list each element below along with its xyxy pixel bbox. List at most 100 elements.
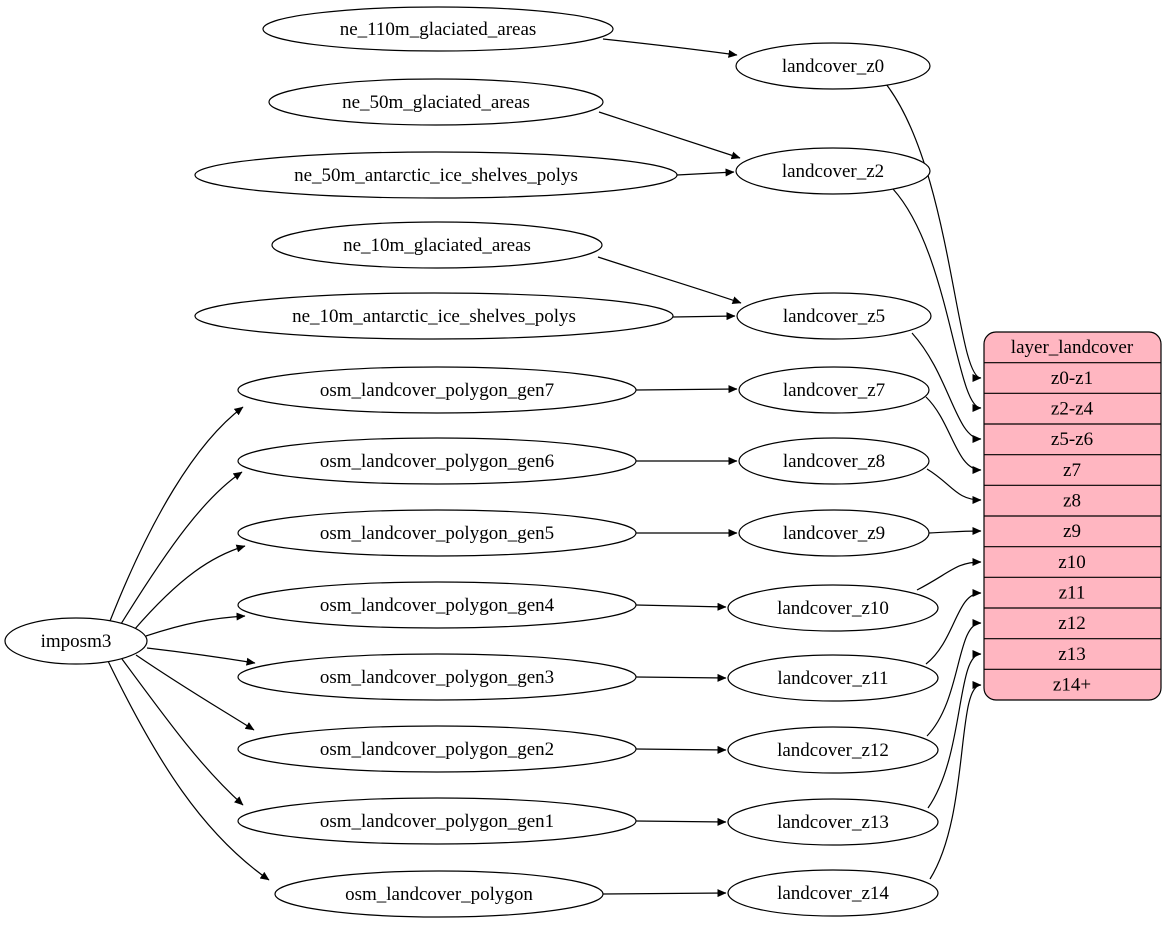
source-label: ne_50m_glaciated_areas: [342, 92, 530, 113]
edge-z11-row: [925, 589, 982, 665]
source-ellipse: [237, 725, 637, 773]
source-label: osm_landcover_polygon_gen5: [320, 523, 554, 544]
edge-z5-row: [911, 332, 982, 443]
target-ellipse: [736, 292, 932, 340]
edge-imposm3-polygon: [107, 660, 270, 881]
node-landcover-z14: landcover_z14: [727, 869, 939, 917]
edge-z13-row: [927, 650, 982, 809]
node-layer-landcover: layer_landcover z0-z1 z2-z4 z5-z6 z7 z8 …: [983, 331, 1162, 701]
edge-polygon-z14: [602, 889, 727, 898]
record-row-z12: z12: [1058, 613, 1085, 634]
target-ellipse: [727, 869, 939, 917]
node-landcover-z9: landcover_z9: [738, 509, 930, 557]
node-osm-landcover-polygon-gen1: osm_landcover_polygon_gen1: [237, 797, 637, 845]
source-ellipse: [237, 509, 637, 557]
source-ellipse: [271, 221, 603, 269]
node-ne-110m-glaciated-areas: ne_110m_glaciated_areas: [262, 6, 614, 52]
record-row-z0-z1: z0-z1: [1051, 368, 1093, 389]
edge-imposm3-gen5: [133, 544, 246, 631]
source-ellipse: [237, 581, 637, 629]
node-landcover-z0: landcover_z0: [735, 42, 931, 90]
edge-gen3-z11: [635, 673, 727, 682]
target-ellipse: [727, 654, 939, 702]
record-row-z5-z6: z5-z6: [1051, 429, 1093, 450]
target-label: landcover_z0: [782, 56, 884, 77]
source-ellipse: [268, 78, 604, 126]
target-ellipse: [727, 584, 939, 632]
record-row-z10: z10: [1058, 552, 1085, 573]
edge-imposm3-gen6: [120, 471, 243, 625]
target-label: landcover_z12: [777, 740, 889, 761]
edge-z14-row: [929, 681, 982, 880]
node-ne-50m-antarctic-ice-shelves-polys: ne_50m_antarctic_ice_shelves_polys: [194, 151, 678, 199]
edge-ne50ma-z2: [676, 168, 735, 177]
imposm3-ellipse: [4, 617, 148, 665]
node-osm-landcover-polygon-gen5: osm_landcover_polygon_gen5: [237, 509, 637, 557]
node-osm-landcover-polygon-gen2: osm_landcover_polygon_gen2: [237, 725, 637, 773]
source-ellipse: [237, 797, 637, 845]
record-row-z8: z8: [1063, 491, 1081, 512]
source-label: osm_landcover_polygon_gen7: [320, 380, 554, 401]
target-label: landcover_z8: [783, 451, 885, 472]
node-landcover-z8: landcover_z8: [738, 437, 930, 485]
record-row-z13: z13: [1058, 644, 1085, 665]
node-landcover-z7: landcover_z7: [738, 366, 930, 414]
target-label: landcover_z11: [777, 668, 888, 689]
node-landcover-z11: landcover_z11: [727, 654, 939, 702]
node-osm-landcover-polygon-gen6: osm_landcover_polygon_gen6: [237, 437, 637, 485]
source-label: ne_10m_antarctic_ice_shelves_polys: [292, 306, 576, 327]
node-ne-10m-antarctic-ice-shelves-polys: ne_10m_antarctic_ice_shelves_polys: [194, 292, 674, 340]
edge-z12-row: [926, 619, 982, 737]
target-label: landcover_z7: [783, 380, 885, 401]
edge-imposm3-gen1: [121, 658, 244, 806]
source-ellipse: [274, 870, 604, 918]
source-ellipse: [194, 292, 674, 340]
source-ellipse: [237, 366, 637, 414]
node-landcover-z10: landcover_z10: [727, 584, 939, 632]
record-row-z14plus: z14+: [1053, 675, 1091, 696]
record-row-z11: z11: [1059, 583, 1086, 604]
edge-z2-row: [892, 188, 982, 412]
edge-gen7-z7: [635, 385, 738, 394]
record-row-z7: z7: [1063, 460, 1081, 481]
edge-ne110m-z0: [602, 38, 738, 58]
node-ne-10m-glaciated-areas: ne_10m_glaciated_areas: [271, 221, 603, 269]
target-ellipse: [727, 726, 939, 774]
source-label: osm_landcover_polygon_gen2: [320, 739, 554, 760]
edge-gen2-z12: [635, 745, 727, 754]
edge-imposm3-gen2: [135, 654, 255, 731]
edge-gen4-z10: [635, 602, 727, 611]
source-ellipse: [237, 437, 637, 485]
target-label: landcover_z2: [782, 161, 884, 182]
target-ellipse: [727, 798, 939, 846]
node-osm-landcover-polygon: osm_landcover_polygon: [274, 870, 604, 918]
target-ellipse: [738, 509, 930, 557]
source-label: osm_landcover_polygon_gen1: [320, 811, 554, 832]
source-ellipse: [262, 6, 614, 52]
source-label: ne_10m_glaciated_areas: [343, 235, 531, 256]
source-label: ne_110m_glaciated_areas: [340, 19, 537, 40]
target-ellipse: [738, 437, 930, 485]
source-label: osm_landcover_polygon: [345, 884, 533, 905]
node-osm-landcover-polygon-gen3: osm_landcover_polygon_gen3: [237, 653, 637, 701]
target-label: landcover_z5: [783, 306, 885, 327]
edge-ne10mg-z5: [597, 256, 742, 305]
record-title: layer_landcover: [1011, 337, 1134, 358]
target-label: landcover_z10: [777, 598, 889, 619]
edge-imposm3-gen3: [146, 647, 256, 666]
edges: [107, 38, 982, 898]
target-ellipse: [735, 42, 931, 90]
record-row-z9: z9: [1063, 521, 1081, 542]
node-osm-landcover-polygon-gen7: osm_landcover_polygon_gen7: [237, 366, 637, 414]
edge-z7-row: [925, 396, 982, 474]
edge-imposm3-gen7: [109, 406, 244, 622]
node-landcover-z2: landcover_z2: [735, 147, 931, 195]
target-label: landcover_z13: [777, 812, 889, 833]
node-landcover-z12: landcover_z12: [727, 726, 939, 774]
node-imposm3: imposm3: [4, 617, 148, 665]
source-label: osm_landcover_polygon_gen4: [320, 595, 555, 616]
imposm3-label: imposm3: [41, 631, 112, 652]
source-label: osm_landcover_polygon_gen6: [320, 451, 554, 472]
